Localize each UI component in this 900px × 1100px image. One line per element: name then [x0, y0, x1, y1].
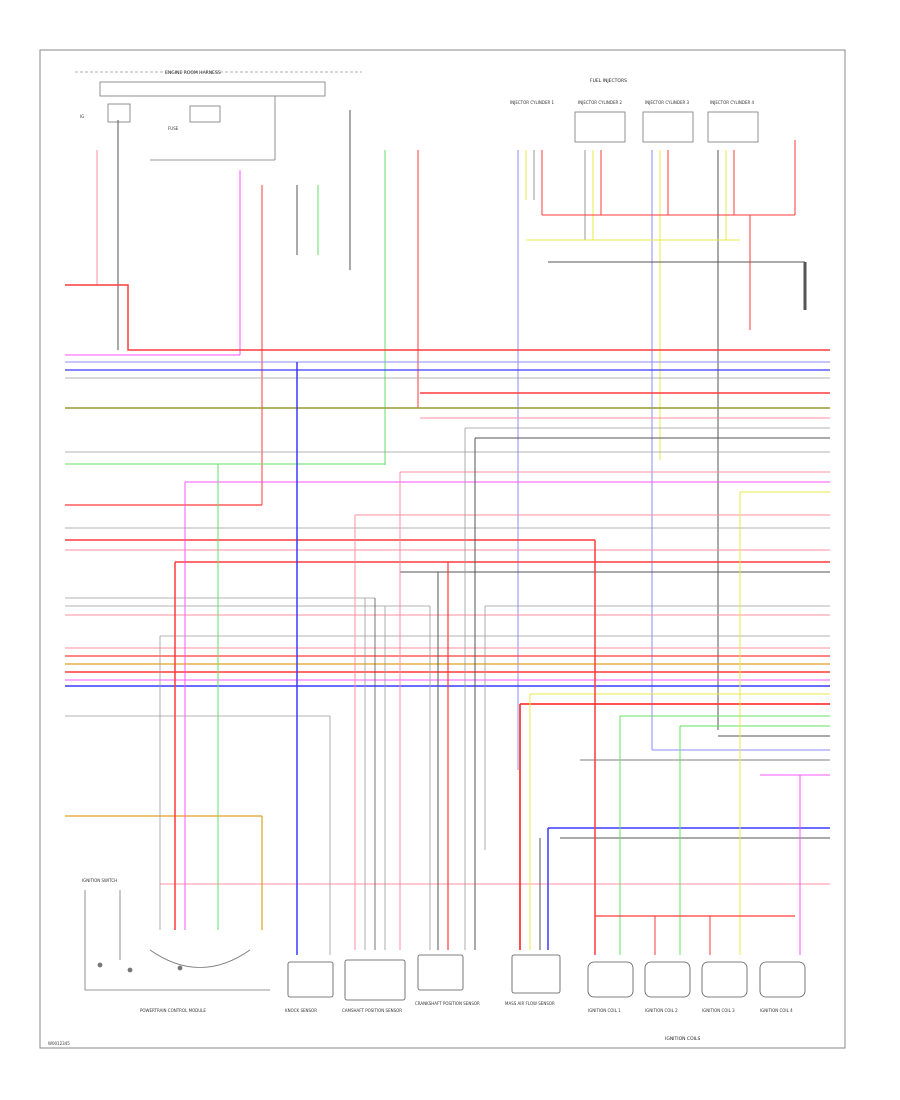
diagram-border: [39, 49, 846, 1049]
coil-label-3: IGNITION COIL 3: [702, 1008, 735, 1013]
left-top-wires: [96, 110, 419, 505]
component-label-knock: KNOCK SENSOR: [285, 1008, 317, 1013]
coils-group-label: IGNITION COILS: [665, 1036, 700, 1042]
svg-text:FUSE: FUSE: [168, 126, 179, 131]
injector-label-3: INJECTOR CYLINDER 3: [645, 100, 690, 105]
vertical-drops: [159, 362, 801, 955]
horizontal-buses: [65, 284, 830, 885]
bottom-connectors: [287, 954, 806, 1001]
bottom-left-assembly: [84, 890, 270, 991]
bottom-component-labels: KNOCK SENSOR CAMSHAFT POSITION SENSOR CR…: [285, 1001, 793, 1042]
injector-label-1: INJECTOR CYLINDER 1: [510, 100, 555, 105]
page-code: W0012345: [48, 1041, 70, 1046]
component-label-maf: MASS AIR FLOW SENSOR: [505, 1001, 555, 1006]
injector-labels: INJECTOR CYLINDER 1 INJECTOR CYLINDER 2 …: [510, 100, 755, 105]
coil-label-1: IGNITION COIL 1: [588, 1008, 621, 1013]
top-harness-label: ENGINE ROOM HARNESS: [165, 70, 221, 76]
injector-harness: [517, 140, 807, 770]
injector-label-2: INJECTOR CYLINDER 2: [578, 100, 623, 105]
top-harness: ENGINE ROOM HARNESS IG FUSE: [75, 70, 362, 161]
injectors-group-label: FUEL INJECTORS: [590, 78, 627, 84]
component-label-crank: CRANKSHAFT POSITION SENSOR: [415, 1001, 480, 1006]
left-component-label: IGNITION SWITCH: [82, 878, 117, 883]
coil-label-2: IGNITION COIL 2: [645, 1008, 678, 1013]
bottom-left-label: POWERTRAIN CONTROL MODULE: [140, 1008, 206, 1013]
injector-label-4: INJECTOR CYLINDER 4: [710, 100, 755, 105]
svg-text:IG: IG: [80, 114, 84, 119]
component-label-cam: CAMSHAFT POSITION SENSOR: [342, 1008, 402, 1013]
coil-label-4: IGNITION COIL 4: [760, 1008, 793, 1013]
injector-boxes: [574, 111, 759, 143]
